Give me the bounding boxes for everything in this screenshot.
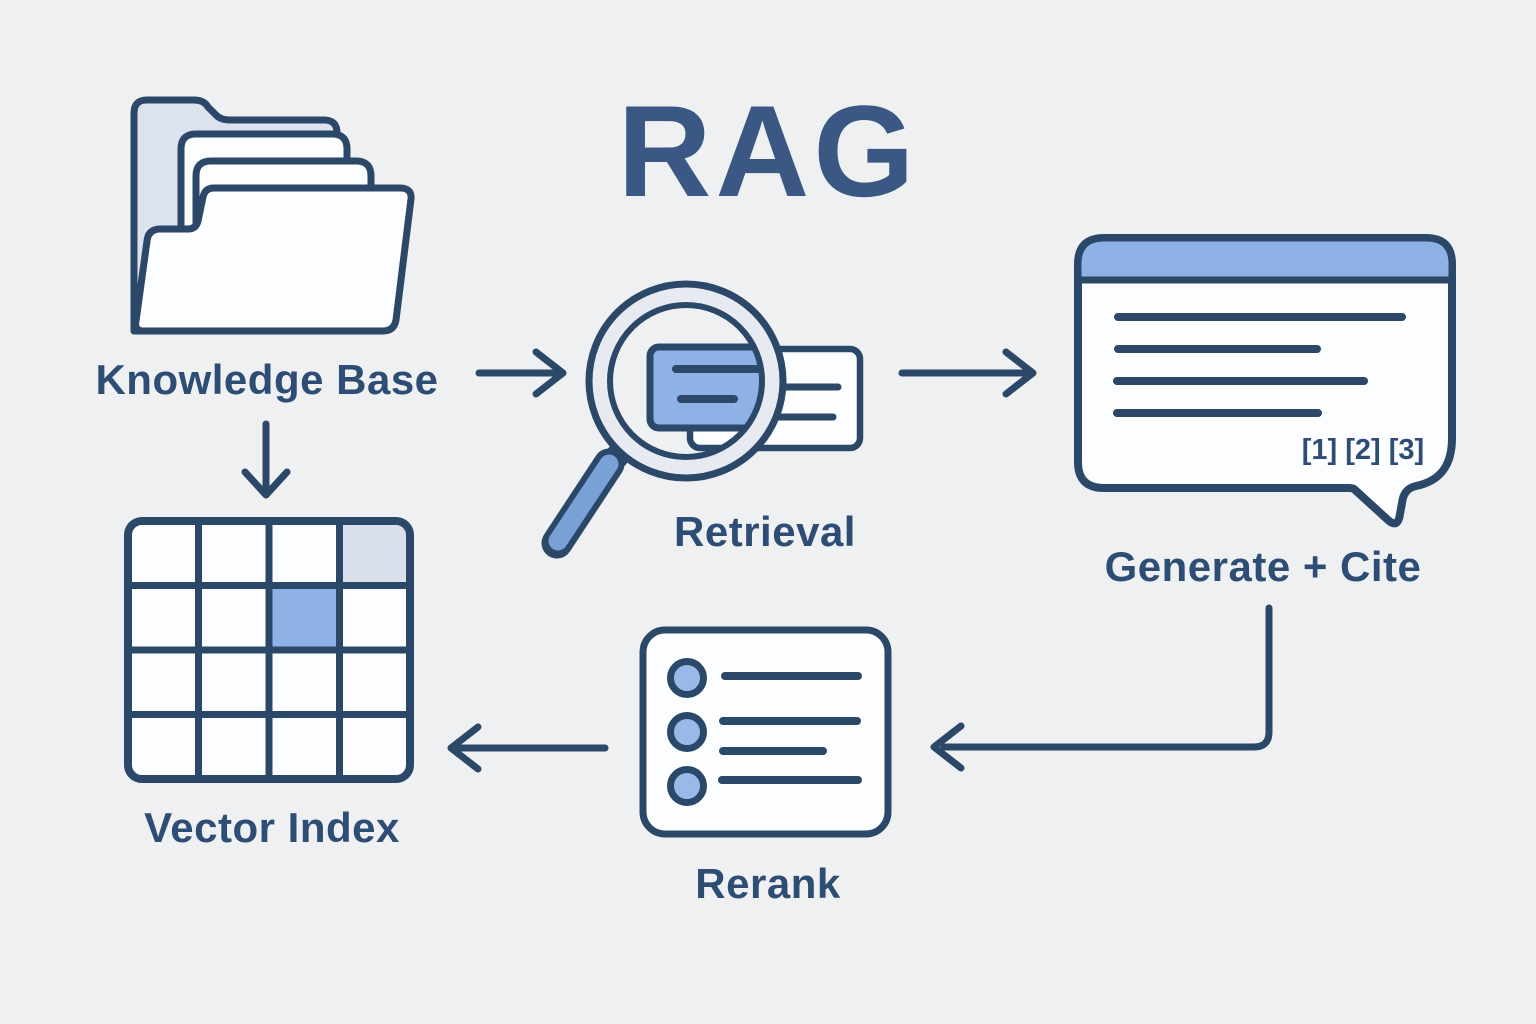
vector-index-label: Vector Index <box>144 804 400 851</box>
window-header-bar <box>1074 234 1456 284</box>
magnifier-handle <box>541 433 639 559</box>
chat-window-icon: [1] [2] [3] <box>1074 234 1456 528</box>
knowledge-base-node: Knowledge Base <box>95 96 438 403</box>
retrieval-node: Retrieval <box>541 280 864 559</box>
grid-cell-light <box>339 521 410 586</box>
rerank-label: Rerank <box>695 860 841 907</box>
generate-cite-node: [1] [2] [3] Generate + Cite <box>1074 234 1456 590</box>
arrow-generate-to-rerank <box>930 604 1273 772</box>
arrow-rerank-to-vector-index <box>447 723 609 773</box>
folder-stack-icon <box>130 96 415 335</box>
vector-grid-icon <box>124 517 414 783</box>
knowledge-base-label: Knowledge Base <box>95 356 438 403</box>
magnified-snippet <box>646 343 767 432</box>
arrow-retrieval-to-generate <box>898 348 1037 398</box>
citations-text: [1] [2] [3] <box>1302 434 1424 466</box>
retrieval-label: Retrieval <box>674 508 856 555</box>
rerank-node: Rerank <box>639 626 892 907</box>
magnifier-document-icon <box>541 280 864 559</box>
grid-cell-active <box>269 585 340 650</box>
vector-index-node: Vector Index <box>124 517 414 851</box>
arrow-knowledge-base-to-vector-index <box>241 420 291 499</box>
generate-cite-label: Generate + Cite <box>1105 543 1422 590</box>
magnifier-lens <box>585 280 787 482</box>
arrow-knowledge-base-to-retrieval <box>475 348 567 398</box>
ranked-list-icon <box>639 626 892 838</box>
diagram-title: RAG <box>618 78 919 224</box>
